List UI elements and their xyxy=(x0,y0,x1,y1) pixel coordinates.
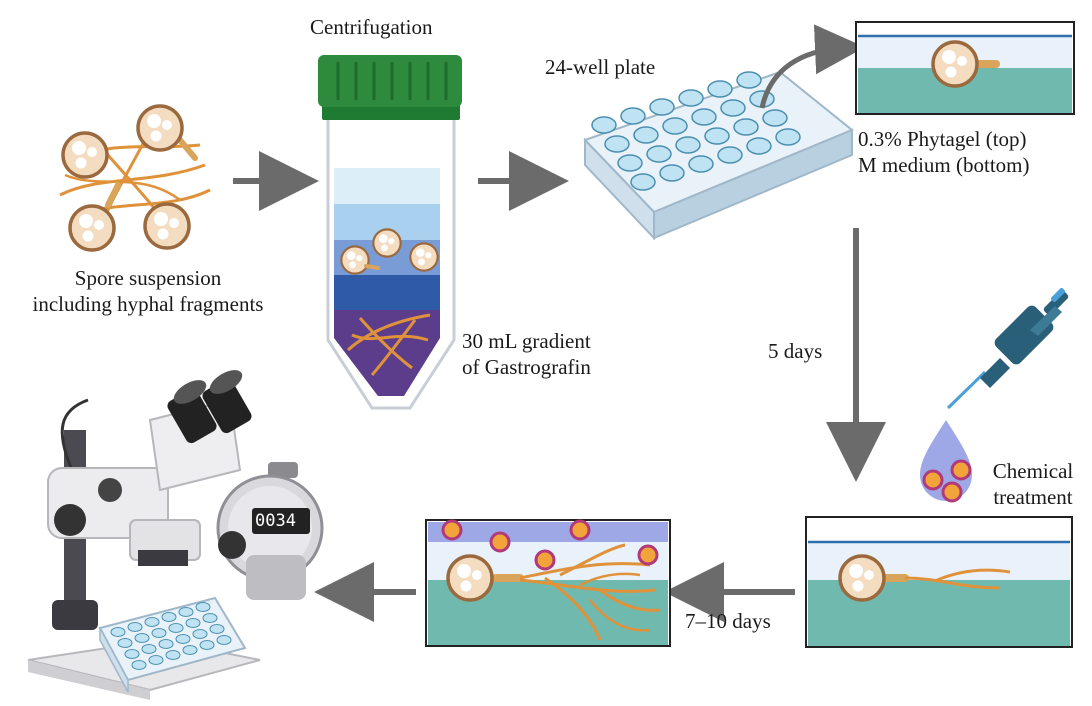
small-plate-well xyxy=(144,617,160,627)
small-plate-well xyxy=(117,638,133,648)
chemical-treatment-label: Chemical treatment xyxy=(992,459,1074,509)
plate-well xyxy=(591,116,617,134)
well-after-five-days xyxy=(805,516,1073,648)
plate-well xyxy=(649,98,675,116)
treated-well xyxy=(425,519,671,647)
well-plate-small xyxy=(98,596,247,693)
small-plate-well xyxy=(148,655,164,665)
small-plate-well xyxy=(134,633,150,643)
small-plate-well xyxy=(161,612,177,622)
small-plate-well xyxy=(195,602,211,612)
plate-well xyxy=(617,154,643,172)
small-plate-well xyxy=(110,627,126,637)
plate-well xyxy=(604,135,630,153)
plate-well xyxy=(659,164,685,182)
plate-well xyxy=(620,107,646,125)
centrifugation-label: Centrifugation xyxy=(310,15,433,39)
plate-well xyxy=(717,146,743,164)
small-plate-well xyxy=(202,613,218,623)
centrifuge-tube xyxy=(326,116,456,410)
small-plate-well xyxy=(141,644,157,654)
small-plate-well xyxy=(209,624,225,634)
small-plate-well xyxy=(178,607,194,617)
small-plate-well xyxy=(124,649,140,659)
arrow-to-well-detail xyxy=(759,24,865,109)
plate-well xyxy=(633,126,659,144)
small-plate-well xyxy=(127,622,143,632)
pipette-icon xyxy=(946,288,1069,410)
spore-suspension-label: Spore suspension including hyphal fragme… xyxy=(32,266,264,316)
small-plate-well xyxy=(131,660,147,670)
plate-well xyxy=(762,109,788,127)
small-plate-well xyxy=(165,650,181,660)
small-plate-well xyxy=(151,628,167,638)
spore-suspension-illustration xyxy=(59,104,211,252)
small-plate-well xyxy=(168,623,184,633)
five-days-label: 5 days xyxy=(768,339,823,363)
plate-label: 24-well plate xyxy=(545,55,656,79)
plate-well xyxy=(775,128,801,146)
plate-well xyxy=(733,118,759,136)
small-plate-well xyxy=(175,634,191,644)
counter-display: 0034 xyxy=(255,511,296,531)
well-plate xyxy=(583,70,854,241)
well-cross-section xyxy=(855,21,1075,115)
plate-well xyxy=(746,137,772,155)
plate-well xyxy=(678,89,704,107)
small-plate-well xyxy=(216,635,232,645)
chemical-drop xyxy=(920,420,972,503)
plate-well xyxy=(707,80,733,98)
plate-well xyxy=(704,127,730,145)
plate-well xyxy=(720,99,746,117)
phytagel-label: 0.3% Phytagel (top) M medium (bottom) xyxy=(858,127,1030,177)
small-plate-well xyxy=(182,645,198,655)
plate-well xyxy=(646,145,672,163)
tally-counter xyxy=(216,462,324,600)
small-plate-well xyxy=(192,629,208,639)
gradient-label: 30 mL gradient of Gastrografin xyxy=(462,329,591,379)
small-plate-well xyxy=(199,640,215,650)
small-plate-well xyxy=(185,618,201,628)
plate-well xyxy=(688,155,714,173)
tube-cap xyxy=(318,55,462,120)
plate-well xyxy=(662,117,688,135)
plate-well xyxy=(691,108,717,126)
small-plate-well xyxy=(158,639,174,649)
plate-well xyxy=(630,173,656,191)
plate-well xyxy=(675,136,701,154)
seven-ten-days-label: 7–10 days xyxy=(685,609,771,633)
plate-well xyxy=(736,71,762,89)
